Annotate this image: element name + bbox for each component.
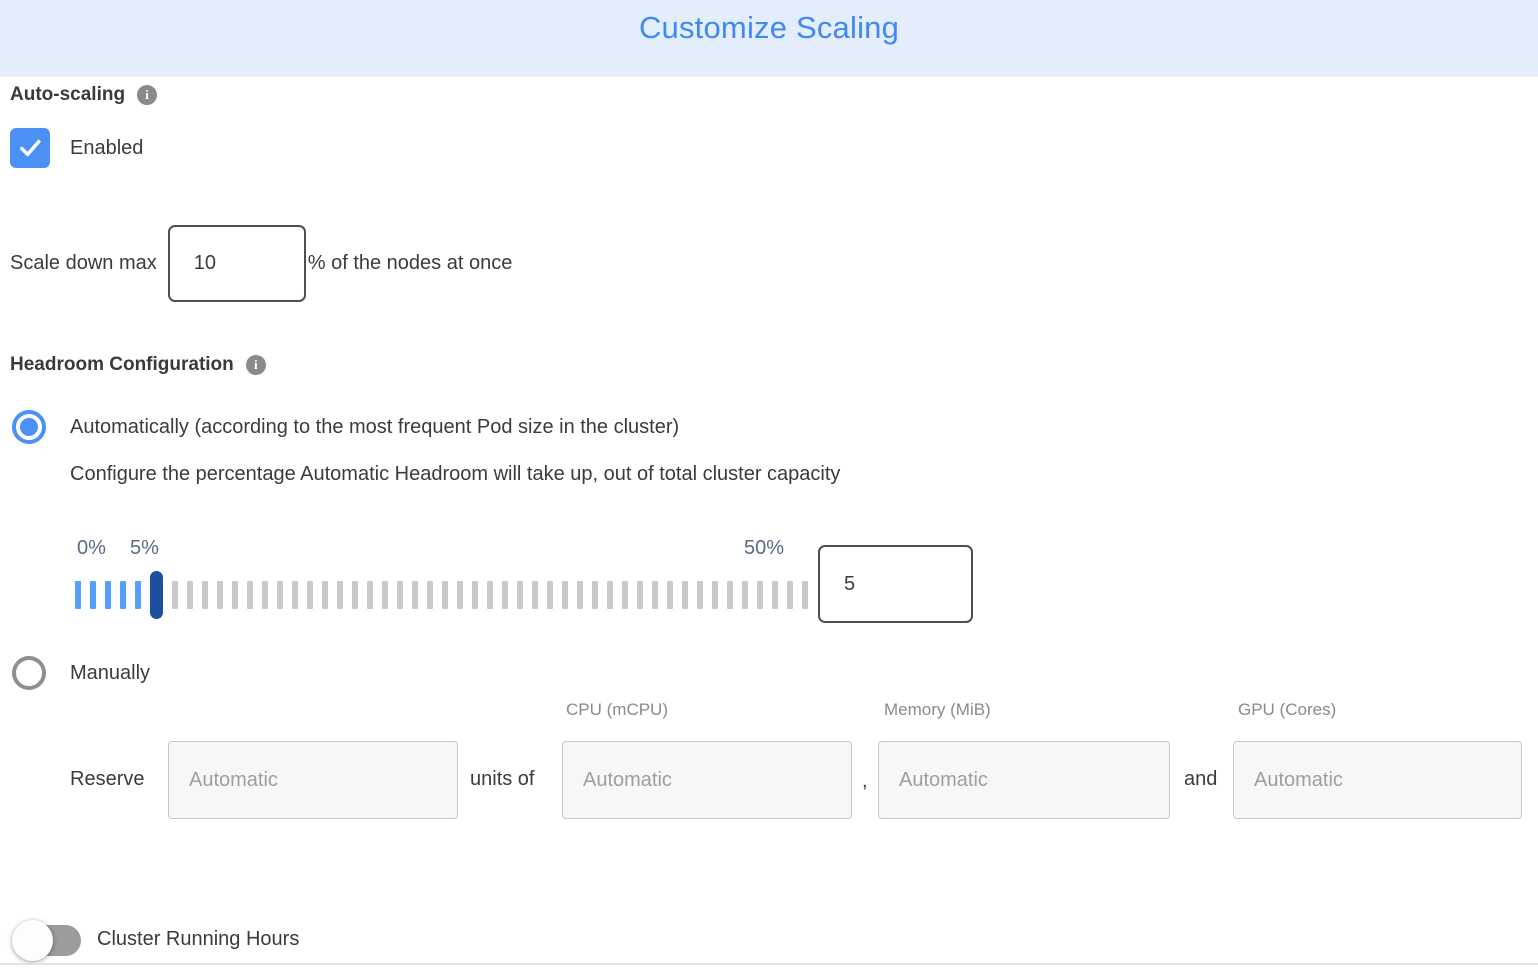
slider-tick[interactable]: [547, 581, 553, 609]
headroom-info-icon[interactable]: i: [245, 355, 266, 375]
slider-tick[interactable]: [337, 581, 343, 609]
slider-tick[interactable]: [577, 581, 583, 609]
slider-tick[interactable]: [727, 581, 733, 609]
headroom-auto-radio[interactable]: [12, 410, 46, 444]
slider-tick[interactable]: [232, 581, 238, 609]
scale-down-prefix: Scale down max: [10, 252, 157, 274]
slider-tick[interactable]: [75, 581, 81, 609]
slider-tick[interactable]: [742, 581, 748, 609]
reserve-cpu-input[interactable]: [562, 741, 852, 819]
slider-tick[interactable]: [652, 581, 658, 609]
slider-tick[interactable]: [172, 581, 178, 609]
headroom-configuration-label: Headroom Configuration: [10, 354, 234, 375]
memory-column-header: Memory (MiB): [884, 700, 991, 719]
scale-down-suffix: % of the nodes at once: [307, 252, 513, 274]
slider-tick[interactable]: [187, 581, 193, 609]
auto-scaling-info-icon[interactable]: i: [137, 85, 158, 105]
slider-tick[interactable]: [502, 581, 508, 609]
auto-scaling-label: Auto-scaling: [10, 84, 126, 105]
slider-tick[interactable]: [592, 581, 598, 609]
headroom-auto-description: Configure the percentage Automatic Headr…: [70, 463, 841, 485]
reserve-label: Reserve: [70, 768, 145, 790]
slider-tick[interactable]: [120, 581, 126, 609]
slider-current-label: 5%: [130, 537, 159, 559]
slider-tick[interactable]: [682, 581, 688, 609]
slider-tick[interactable]: [367, 581, 373, 609]
slider-tick[interactable]: [105, 581, 111, 609]
scale-down-max-input[interactable]: [167, 225, 306, 302]
slider-tick[interactable]: [757, 581, 763, 609]
headroom-percentage-input[interactable]: [818, 545, 973, 623]
slider-tick[interactable]: [712, 581, 718, 609]
slider-max-label: 50%: [744, 537, 785, 559]
slider-tick[interactable]: [442, 581, 448, 609]
reserve-count-input[interactable]: [168, 741, 458, 819]
headroom-slider-track[interactable]: [75, 571, 808, 619]
slider-tick[interactable]: [412, 581, 418, 609]
panel-header: Customize Scaling: [0, 0, 1538, 77]
slider-tick[interactable]: [517, 581, 523, 609]
slider-tick[interactable]: [277, 581, 283, 609]
headroom-manual-option-row: Manually: [12, 656, 150, 690]
slider-tick[interactable]: [802, 581, 808, 609]
headroom-manual-label: Manually: [70, 661, 151, 684]
auto-scaling-enabled-checkbox[interactable]: [10, 128, 50, 168]
slider-tick[interactable]: [90, 581, 96, 609]
slider-tick[interactable]: [637, 581, 643, 609]
reserve-gpu-input[interactable]: [1233, 741, 1522, 819]
comma-separator: ,: [862, 770, 868, 792]
slider-tick[interactable]: [562, 581, 568, 609]
cpu-column-header: CPU (mCPU): [566, 700, 668, 719]
slider-min-label: 0%: [77, 537, 106, 559]
slider-tick[interactable]: [427, 581, 433, 609]
slider-tick[interactable]: [487, 581, 493, 609]
slider-tick[interactable]: [397, 581, 403, 609]
units-of-label: units of: [470, 768, 535, 790]
bottom-divider: [0, 963, 1538, 965]
slider-tick[interactable]: [247, 581, 253, 609]
cluster-running-hours-label: Cluster Running Hours: [97, 928, 300, 950]
slider-tick[interactable]: [622, 581, 628, 609]
slider-tick[interactable]: [135, 581, 141, 609]
slider-tick[interactable]: [292, 581, 298, 609]
headroom-auto-label: Automatically (according to the most fre…: [70, 415, 680, 438]
enabled-checkbox-row: Enabled: [10, 128, 143, 168]
slider-tick[interactable]: [202, 581, 208, 609]
slider-tick[interactable]: [787, 581, 793, 609]
slider-tick[interactable]: [532, 581, 538, 609]
slider-tick[interactable]: [382, 581, 388, 609]
and-label: and: [1184, 768, 1218, 790]
toggle-knob[interactable]: [12, 920, 53, 961]
headroom-manual-radio[interactable]: [12, 656, 46, 690]
slider-tick[interactable]: [607, 581, 613, 609]
scale-down-row: Scale down max % of the nodes at once: [10, 225, 512, 302]
check-icon: [20, 139, 41, 157]
enabled-label: Enabled: [70, 136, 144, 159]
headroom-auto-option-row: Automatically (according to the most fre…: [12, 410, 679, 444]
gpu-column-header: GPU (Cores): [1238, 700, 1337, 719]
slider-tick[interactable]: [262, 581, 268, 609]
slider-thumb[interactable]: [150, 571, 163, 619]
reserve-memory-input[interactable]: [878, 741, 1170, 819]
page-title: Customize Scaling: [638, 10, 900, 45]
slider-tick[interactable]: [667, 581, 673, 609]
slider-tick[interactable]: [307, 581, 313, 609]
slider-tick[interactable]: [322, 581, 328, 609]
auto-scaling-section-header: Auto-scaling i: [10, 84, 158, 106]
slider-tick[interactable]: [217, 581, 223, 609]
headroom-section-header: Headroom Configuration i: [10, 354, 266, 376]
slider-tick[interactable]: [352, 581, 358, 609]
slider-tick[interactable]: [697, 581, 703, 609]
slider-tick[interactable]: [772, 581, 778, 609]
slider-tick[interactable]: [457, 581, 463, 609]
slider-tick[interactable]: [472, 581, 478, 609]
cluster-running-hours-toggle[interactable]: [12, 920, 81, 961]
